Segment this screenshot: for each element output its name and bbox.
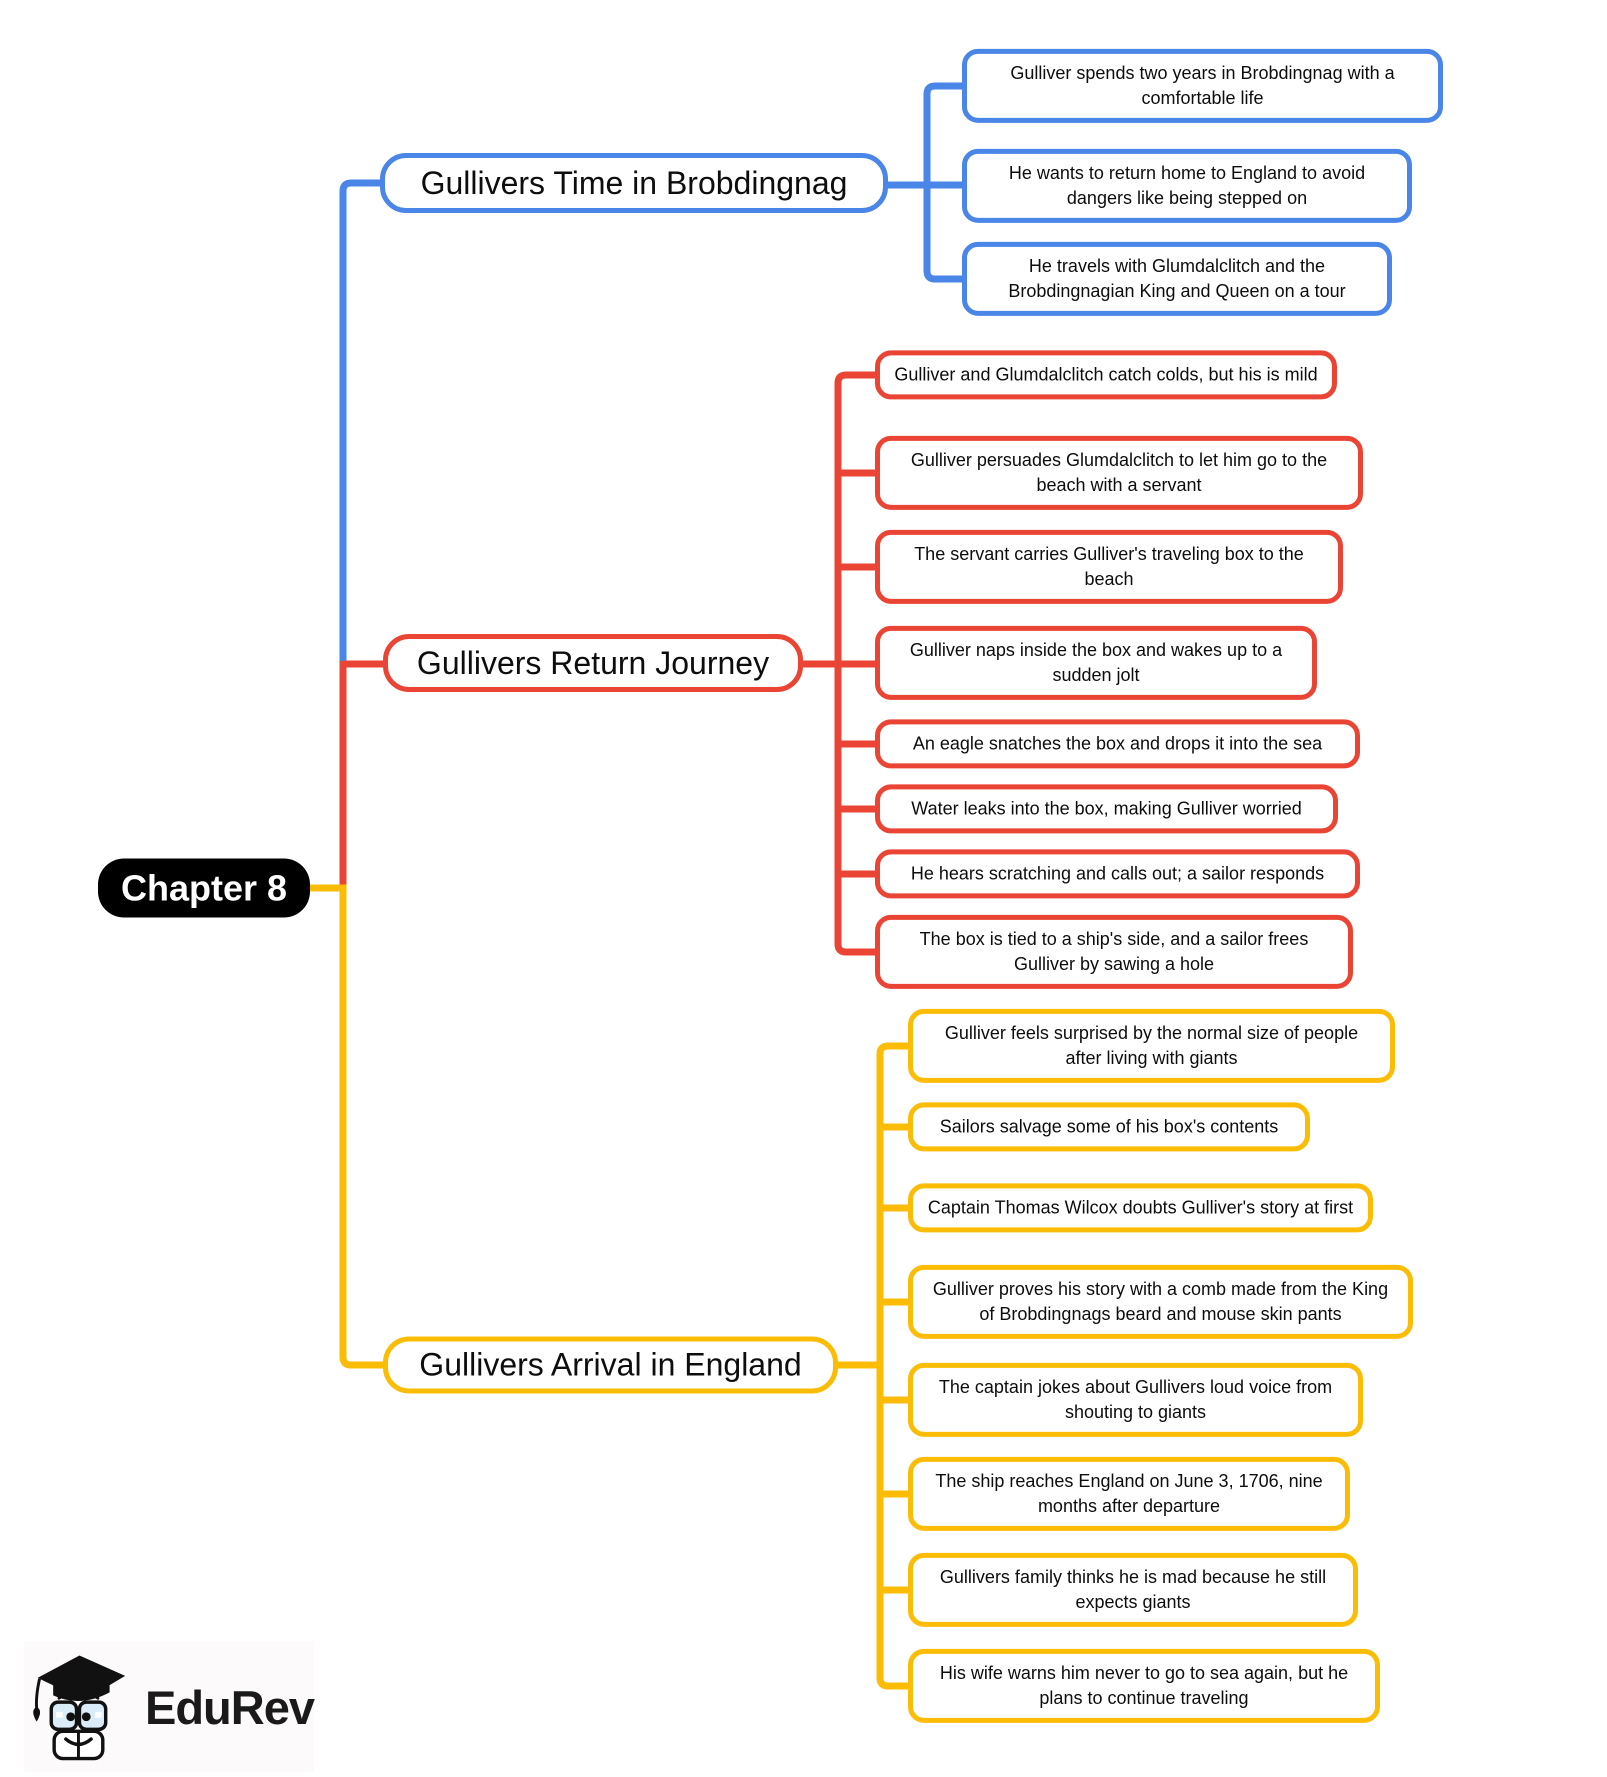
yellow-spine-connector	[310, 884, 383, 1369]
topic-node-arrival-in-england: Gullivers Arrival in England	[383, 1336, 838, 1394]
blue-children-spine	[923, 82, 962, 283]
child-node: Captain Thomas Wilcox doubts Gulliver's …	[908, 1183, 1373, 1233]
edurev-logo-text: EduRev	[145, 1680, 315, 1734]
root-node-chapter-8: Chapter 8	[98, 858, 310, 918]
child-node: Gulliver and Glumdalclitch catch colds, …	[875, 350, 1337, 400]
edurev-mascot-icon	[33, 1655, 126, 1761]
child-node: He hears scratching and calls out; a sai…	[875, 849, 1360, 899]
edurev-logo: EduRev	[24, 1642, 315, 1772]
child-node: Sailors salvage some of his box's conten…	[908, 1102, 1310, 1152]
child-node: An eagle snatches the box and drops it i…	[875, 719, 1360, 769]
red-children-spine	[834, 371, 875, 956]
child-node: The box is tied to a ship's side, and a …	[875, 914, 1353, 990]
yellow-children-spine	[876, 1042, 908, 1690]
child-node: The ship reaches England on June 3, 1706…	[908, 1456, 1350, 1532]
child-node: Gullivers family thinks he is mad becaus…	[908, 1552, 1358, 1628]
child-node: Gulliver spends two years in Brobdingnag…	[962, 48, 1443, 124]
red-spine-connector	[339, 660, 383, 891]
child-node: The captain jokes about Gullivers loud v…	[908, 1362, 1363, 1438]
topic-node-return-journey: Gullivers Return Journey	[383, 634, 803, 692]
child-node: The servant carries Gulliver's traveling…	[875, 529, 1343, 605]
child-node: Gulliver feels surprised by the normal s…	[908, 1008, 1395, 1084]
child-node: Gulliver proves his story with a comb ma…	[908, 1264, 1413, 1340]
child-node: He travels with Glumdalclitch and the Br…	[962, 241, 1392, 317]
child-node: Gulliver naps inside the box and wakes u…	[875, 625, 1317, 701]
child-node: His wife warns him never to go to sea ag…	[908, 1648, 1380, 1724]
child-node: He wants to return home to England to av…	[962, 148, 1412, 224]
child-node: Water leaks into the box, making Gullive…	[875, 784, 1338, 834]
topic-node-time-in-brobdingnag: Gullivers Time in Brobdingnag	[380, 153, 888, 213]
blue-spine-connector	[339, 179, 383, 661]
child-node: Gulliver persuades Glumdalclitch to let …	[875, 435, 1363, 511]
